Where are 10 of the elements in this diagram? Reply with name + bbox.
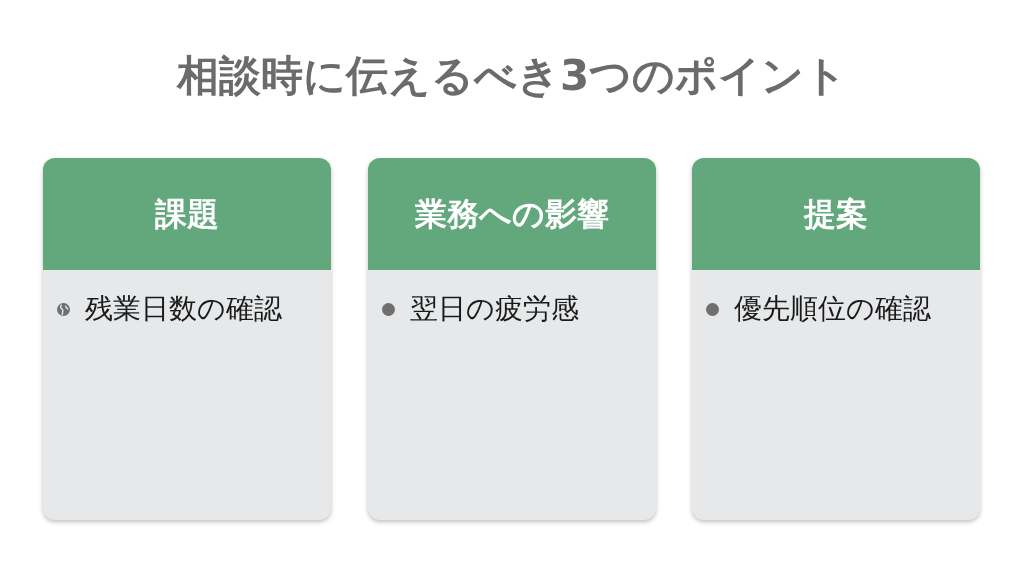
title: 相談時に伝えるべき3つのポイント [175,50,849,102]
card-heading: 提案 [804,194,868,234]
card-heading: 業務への影響 [415,194,609,234]
card [692,158,980,520]
card-heading: 課題 [155,194,219,234]
card [368,158,656,520]
bullet-text: 翌日の疲労感 [410,292,579,326]
bullet-text: 優先順位の確認 [734,292,931,326]
bullet-text: 残業日数の確認 [85,292,282,326]
card [43,158,331,520]
